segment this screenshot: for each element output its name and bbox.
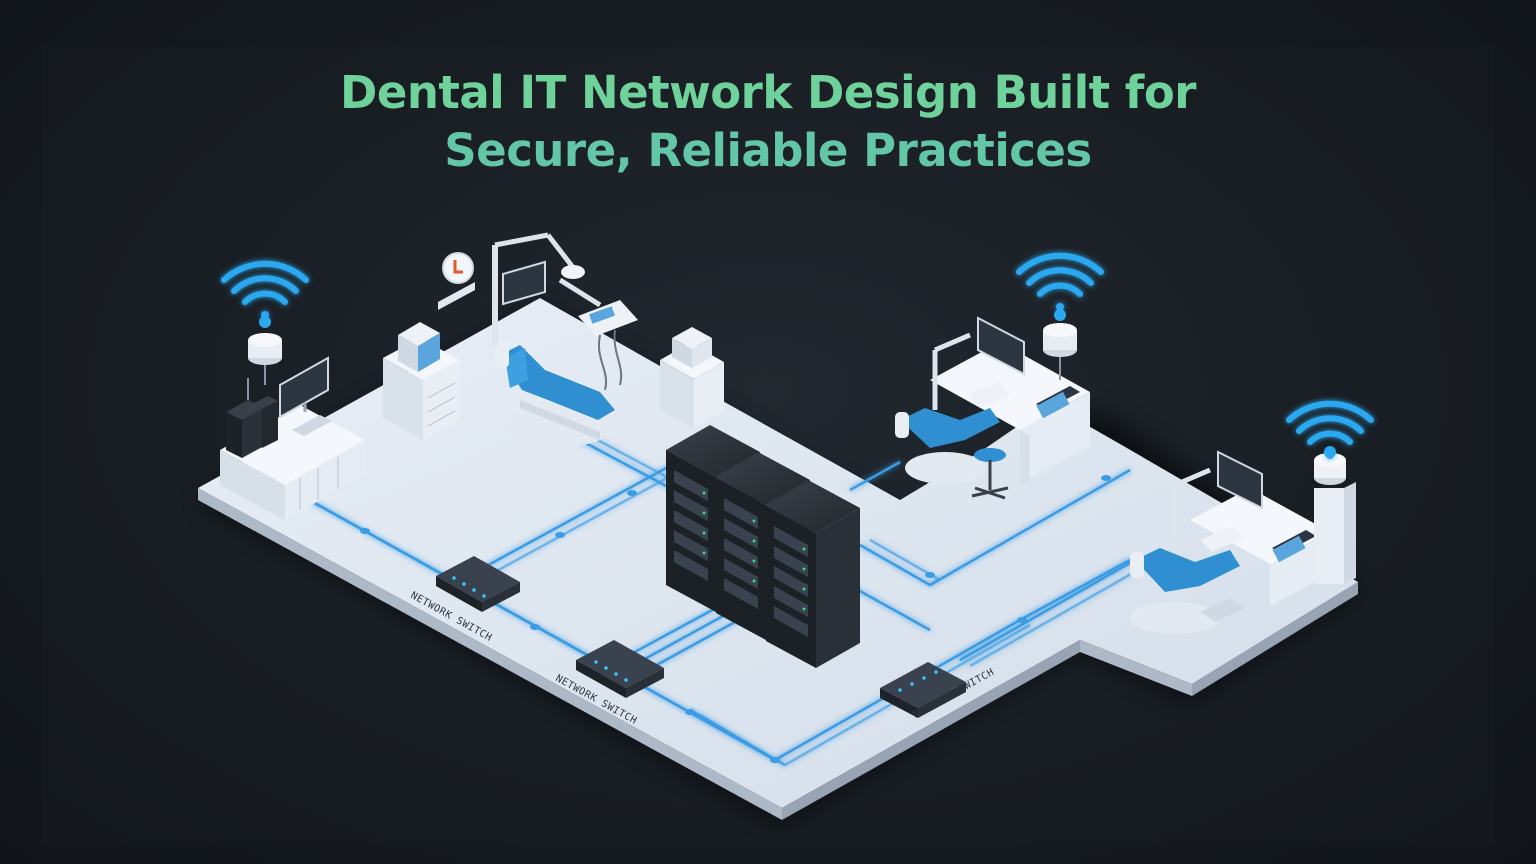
title-line-2: Secure, Reliable Practices xyxy=(444,124,1092,177)
cable-bottom-2 xyxy=(699,623,1031,767)
dental-chair-icon xyxy=(895,332,1010,484)
network-switch-icon xyxy=(436,556,520,612)
cable-right-chair xyxy=(849,460,901,492)
monitor-icon xyxy=(1217,450,1263,510)
wifi-icon xyxy=(1016,252,1104,311)
access-point-icon xyxy=(247,316,282,400)
reception-desk xyxy=(220,405,365,520)
cable-far-right xyxy=(959,558,1136,662)
server-rack-icon xyxy=(766,481,860,668)
cable-junctions xyxy=(360,475,1111,763)
wifi-icon xyxy=(221,260,309,319)
cable-cross-2 xyxy=(479,458,701,582)
operatory-desk xyxy=(930,342,1090,484)
clock-icon xyxy=(438,252,475,310)
cable-right-2 xyxy=(859,468,1131,587)
cable-far-right-2 xyxy=(969,564,1146,668)
cabinet-icon xyxy=(383,322,460,440)
dental-chair-icon xyxy=(1130,467,1246,634)
access-point-icon xyxy=(1043,309,1077,380)
monitor-icon xyxy=(502,260,546,306)
cabinet-icon xyxy=(660,327,724,428)
network-switch-icon xyxy=(880,662,966,718)
monitor-icon xyxy=(279,356,332,436)
cable-cross-1 xyxy=(469,453,691,577)
stool-icon xyxy=(971,448,1009,500)
title-line-1: Dental IT Network Design Built for xyxy=(340,66,1197,119)
workstation-tower xyxy=(226,396,278,458)
monitor-icon xyxy=(977,316,1025,376)
network-switch-icon xyxy=(576,640,664,698)
dental-chair-icon xyxy=(492,232,638,447)
access-point-icon xyxy=(1314,446,1356,584)
wifi-icon xyxy=(1286,400,1374,459)
page-title: Dental IT Network Design Built for Secur… xyxy=(0,64,1536,180)
